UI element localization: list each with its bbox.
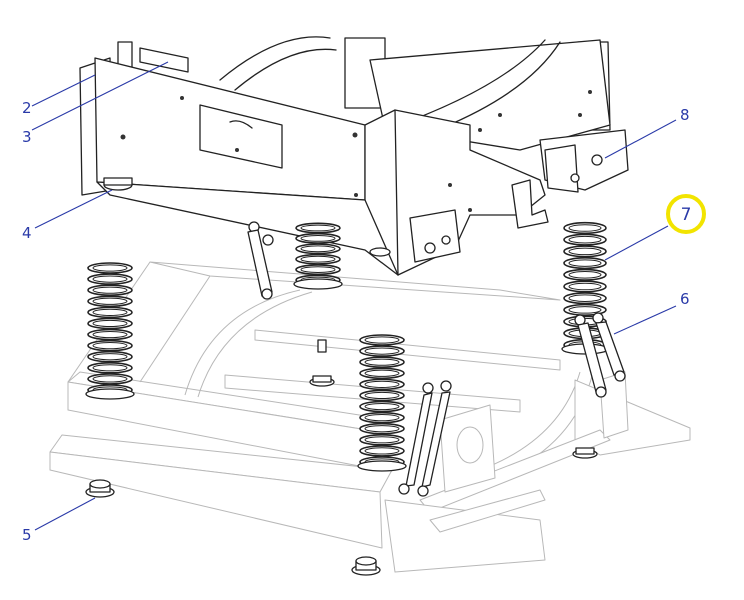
highlight-ring	[666, 194, 706, 234]
shock-absorbers	[247, 221, 626, 497]
spring-coil-inner	[364, 358, 400, 366]
spring-coil-inner	[300, 224, 336, 232]
spring-coil-inner	[92, 275, 128, 283]
spring-rear-centre	[293, 222, 343, 290]
foot-front-right	[351, 556, 381, 576]
spring-front-centre	[357, 334, 407, 472]
callout-5-label: 5	[22, 526, 32, 544]
spring-coil-inner	[300, 245, 336, 253]
spring-coil-inner	[300, 266, 336, 274]
spring-coil-inner	[300, 234, 336, 242]
spring-seat	[85, 388, 135, 400]
spring-coil-inner	[364, 369, 400, 377]
spring-coil-inner	[364, 402, 400, 411]
callout-6: 6	[613, 290, 690, 335]
spring-coil-inner	[92, 264, 128, 272]
callout-8: 8	[604, 106, 690, 159]
upper-housing	[79, 36, 629, 276]
spring-coil-inner	[92, 364, 128, 372]
spring-coil-inner	[92, 319, 128, 328]
spring-coil-inner	[364, 391, 400, 400]
spring-coil-inner	[364, 347, 400, 355]
callout-5: 5	[22, 497, 96, 544]
spring-coil-inner	[364, 425, 400, 433]
coil-springs	[85, 221, 609, 472]
spring-coil-inner	[568, 235, 602, 244]
spring-coil-inner	[568, 259, 602, 267]
damper-right-pair	[574, 312, 626, 398]
base-frame	[49, 261, 691, 573]
spring-right	[561, 221, 609, 355]
spring-coil-inner	[364, 447, 400, 455]
callout-4: 4	[22, 189, 113, 242]
damper-front-pair	[398, 380, 452, 497]
spring-coil-inner	[92, 297, 128, 305]
spring-coil-inner	[568, 294, 602, 302]
callout-3: 3	[22, 61, 169, 146]
foot-mid	[309, 339, 335, 387]
spring-coil-inner	[92, 330, 128, 339]
spring-coil-inner	[92, 286, 128, 294]
spring-coil-inner	[92, 308, 128, 316]
spring-coil-inner	[568, 224, 602, 232]
foot-rear-right	[572, 447, 598, 459]
callout-2-label: 2	[22, 99, 32, 117]
spring-seat	[357, 460, 407, 472]
spring-coil-inner	[364, 414, 400, 422]
spring-seat	[293, 278, 343, 290]
spring-coil-inner	[568, 271, 602, 279]
callout-8-label: 8	[680, 106, 690, 124]
spring-coil-inner	[92, 353, 128, 361]
spring-coil-inner	[568, 282, 602, 291]
damper-upper-left	[247, 221, 274, 300]
callout-4-label: 4	[22, 224, 32, 242]
callout-3-label: 3	[22, 128, 32, 146]
spring-coil-inner	[364, 336, 400, 344]
callout-7-label: 7	[681, 205, 692, 225]
spring-coil-inner	[300, 255, 336, 263]
callout-2: 2	[22, 74, 96, 117]
levelling-feet	[85, 339, 598, 576]
spring-coil-inner	[364, 436, 400, 444]
callout-7: 7	[604, 194, 706, 261]
callouts: 2 3 4 5 6 7 8	[22, 61, 706, 544]
spring-left	[85, 262, 135, 400]
spring-coil-inner	[568, 247, 602, 256]
spring-coil-inner	[364, 380, 400, 388]
spring-coil-inner	[92, 375, 128, 383]
spring-coil-inner	[568, 306, 602, 314]
spring-coil-inner	[92, 342, 128, 350]
upper-mounts	[103, 177, 391, 257]
callout-6-label: 6	[680, 290, 690, 308]
foot-front-left	[85, 479, 115, 498]
